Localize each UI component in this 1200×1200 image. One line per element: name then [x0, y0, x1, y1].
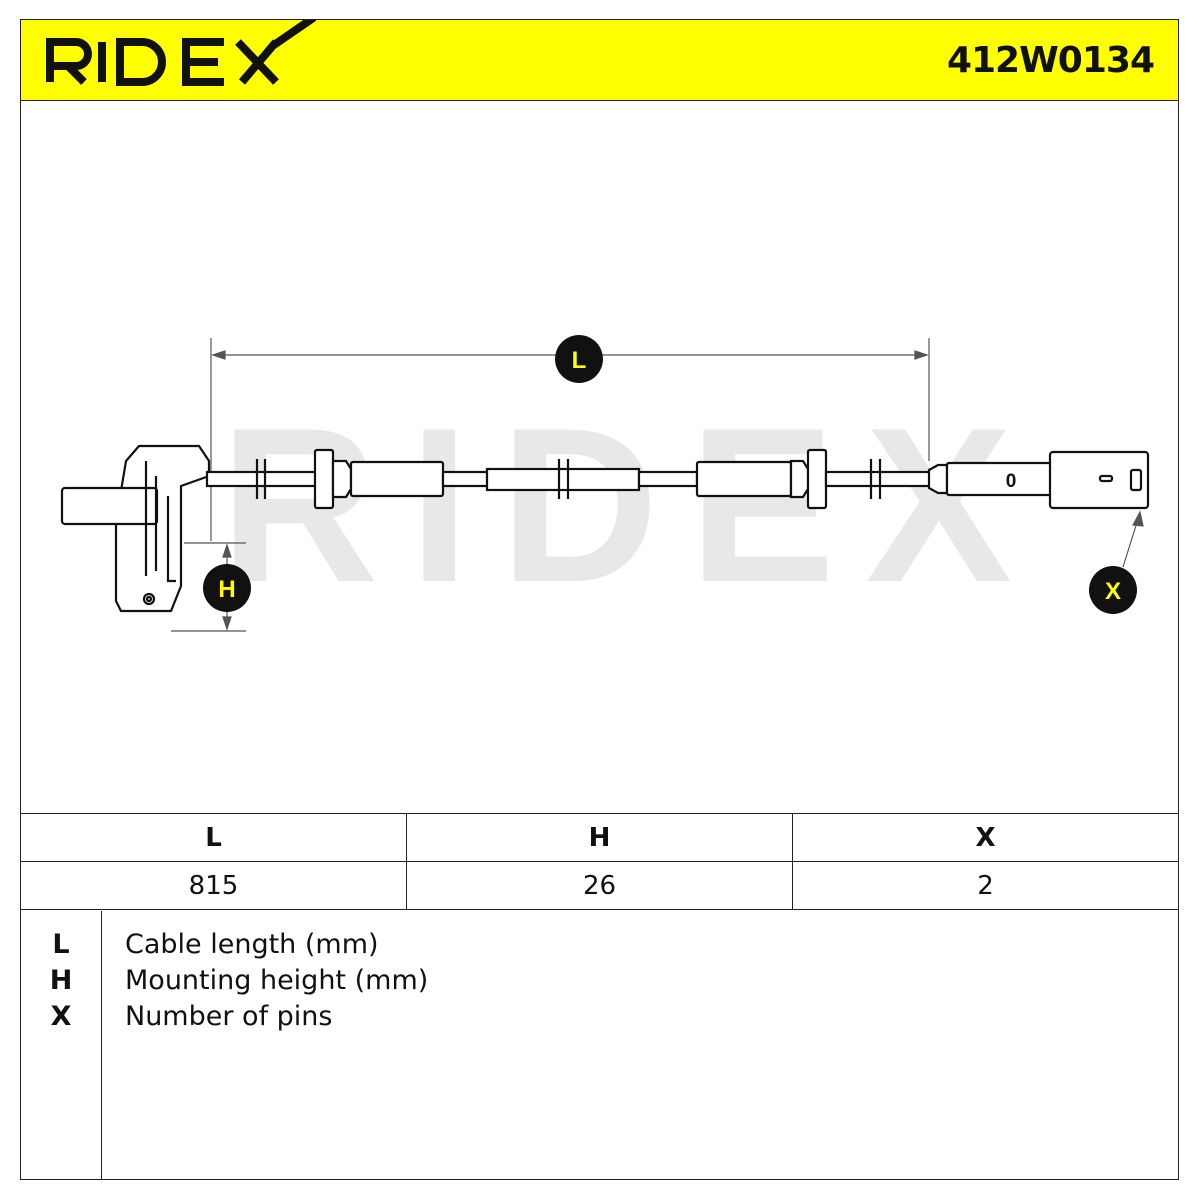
connector-mark: 0	[1006, 471, 1017, 492]
legend-text: Cable length (mm)	[125, 929, 379, 960]
legend-item: H Mounting height (mm)	[21, 965, 1178, 1001]
height-badge-label: H	[218, 576, 235, 603]
spec-header-length: L	[21, 814, 407, 861]
watermark-text: RIDEX	[220, 382, 1042, 628]
legend-text: Mounting height (mm)	[125, 965, 429, 996]
legend-item: X Number of pins	[21, 1001, 1178, 1037]
ridex-logo	[46, 20, 316, 86]
spec-header-height: H	[407, 814, 793, 861]
legend: L Cable length (mm) H Mounting height (m…	[21, 911, 1178, 1180]
part-number: 412W0134	[946, 40, 1155, 81]
height-badge	[203, 564, 251, 612]
height-dimension	[171, 542, 246, 632]
legend-key: X	[50, 1001, 72, 1032]
pins-badge	[1089, 566, 1137, 614]
spec-table-value-row: 815 26 2	[21, 861, 1178, 910]
legend-text: Number of pins	[125, 1001, 333, 1032]
length-badge	[555, 335, 603, 383]
legend-item: L Cable length (mm)	[21, 929, 1178, 965]
header-bar: 412W0134	[21, 20, 1178, 101]
legend-key: L	[52, 929, 70, 960]
pins-badge-label: X	[1105, 578, 1121, 605]
spec-table-header-row: L H X	[21, 813, 1178, 861]
spec-value-length: 815	[21, 862, 407, 909]
product-sheet: 412W0134 RIDEX L	[20, 19, 1179, 1180]
legend-key: H	[49, 965, 73, 996]
length-badge-label: L	[572, 347, 587, 374]
spec-value-height: 26	[407, 862, 793, 909]
legend-divider	[101, 911, 102, 1180]
pins-pointer	[1122, 510, 1144, 568]
spec-table: L H X 815 26 2	[21, 813, 1178, 910]
spec-header-pins: X	[975, 822, 996, 853]
cable-assembly	[60, 444, 1150, 613]
sensor-drawing: RIDEX L	[60, 335, 1150, 632]
spec-value-pins: 2	[977, 870, 994, 901]
